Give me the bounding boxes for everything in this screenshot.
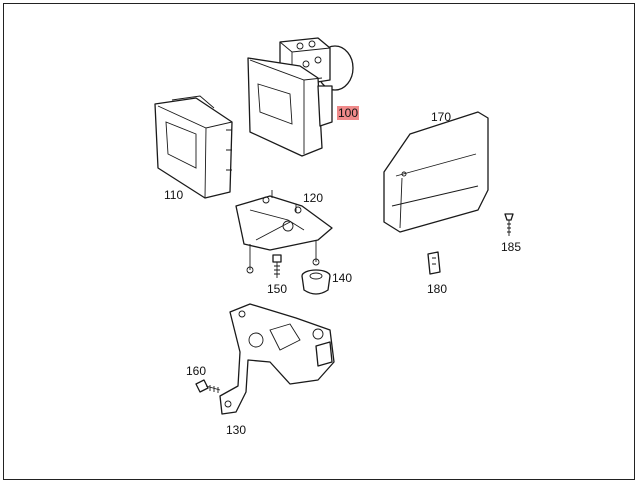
part-label-180[interactable]: 180: [427, 282, 448, 296]
part-100-abs-unit[interactable]: [247, 37, 354, 157]
part-label-170[interactable]: 170: [431, 110, 452, 124]
part-150-bolt[interactable]: [272, 254, 282, 278]
part-170-cover[interactable]: [383, 111, 489, 233]
part-185-rivet[interactable]: [504, 213, 514, 236]
part-label-185[interactable]: 185: [501, 240, 522, 254]
part-110-control-module[interactable]: [154, 95, 233, 199]
part-label-100[interactable]: 100: [337, 106, 360, 120]
part-140-rubber-mount[interactable]: [301, 269, 331, 295]
part-label-140[interactable]: 140: [332, 271, 353, 285]
part-label-110[interactable]: 110: [164, 188, 184, 202]
part-label-120[interactable]: 120: [303, 191, 324, 205]
part-160-screw[interactable]: [195, 379, 221, 393]
diagram-frame: [3, 3, 635, 480]
part-180-clip[interactable]: [427, 251, 441, 275]
part-120-bracket[interactable]: [235, 190, 333, 274]
part-130-support-bracket[interactable]: [219, 303, 335, 415]
part-label-150[interactable]: 150: [267, 282, 288, 296]
part-label-130[interactable]: 130: [226, 423, 247, 437]
part-label-160[interactable]: 160: [186, 364, 207, 378]
